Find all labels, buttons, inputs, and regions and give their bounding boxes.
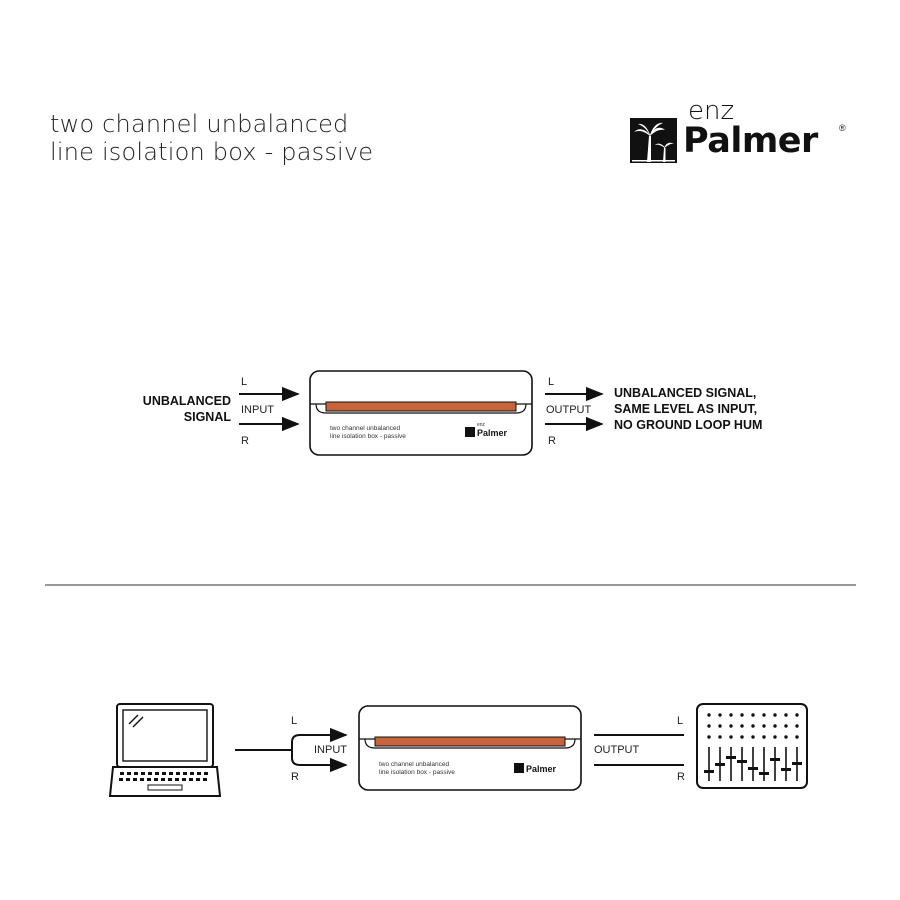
output-label: OUTPUT bbox=[546, 404, 592, 416]
arrow-icon bbox=[291, 750, 348, 773]
device-brand: Palmer bbox=[526, 764, 557, 774]
isolation-box-device: two channel unbalanced line isolation bo… bbox=[309, 370, 533, 456]
brand-name: Palmer bbox=[683, 121, 818, 161]
brand-enz: enz bbox=[688, 96, 735, 126]
laptop-icon bbox=[108, 703, 222, 797]
arrow-icon bbox=[291, 727, 348, 750]
palm-tree-icon bbox=[465, 427, 475, 437]
input-label: INPUT bbox=[241, 404, 274, 416]
registered-mark: ® bbox=[839, 123, 846, 133]
device-text-2: line isolation box - passive bbox=[330, 433, 406, 440]
right-signal-label-2: SAME LEVEL AS INPUT, bbox=[614, 402, 757, 416]
title-line-2: line isolation box - passive bbox=[50, 138, 374, 166]
output-r-label: R bbox=[548, 435, 556, 447]
right-signal-label-3: NO GROUND LOOP HUM bbox=[614, 418, 762, 432]
right-signal-label-1: UNBALANCED SIGNAL, bbox=[614, 386, 756, 400]
palm-tree-icon bbox=[514, 763, 524, 773]
left-signal-label-2: SIGNAL bbox=[184, 410, 232, 424]
mixer-icon bbox=[696, 703, 808, 789]
input-l-label: L bbox=[241, 376, 247, 388]
device-brand-small: enz bbox=[477, 422, 486, 428]
output-l-label: L bbox=[548, 376, 554, 388]
device-text-2: line isolation box - passive bbox=[379, 769, 455, 776]
device-text-1: two channel unbalanced bbox=[379, 761, 449, 768]
d2-input-l-label: L bbox=[291, 715, 297, 727]
isolation-box-device: two channel unbalanced line isolation bo… bbox=[358, 705, 582, 791]
palm-tree-icon bbox=[630, 118, 677, 163]
device-text-1: two channel unbalanced bbox=[330, 425, 400, 432]
input-r-label: R bbox=[241, 435, 249, 447]
d2-output-label: OUTPUT bbox=[594, 744, 640, 756]
d2-input-r-label: R bbox=[291, 771, 299, 783]
d2-output-l-label: L bbox=[677, 715, 683, 727]
d2-output-r-label: R bbox=[677, 771, 685, 783]
left-signal-label-1: UNBALANCED bbox=[143, 394, 231, 408]
d2-input-label: INPUT bbox=[314, 744, 347, 756]
device-brand: Palmer bbox=[477, 428, 508, 438]
product-title: two channel unbalanced line isolation bo… bbox=[50, 110, 373, 166]
title-line-1: two channel unbalanced bbox=[50, 110, 349, 138]
